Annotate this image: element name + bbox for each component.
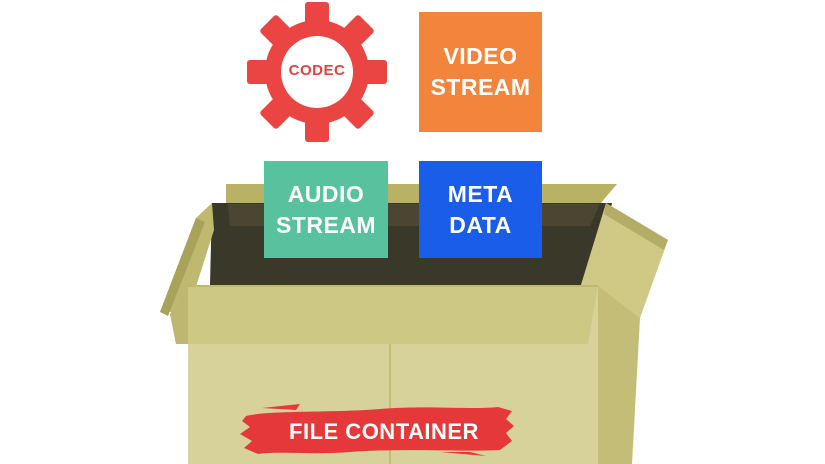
video-stream-line2: STREAM xyxy=(430,74,531,100)
meta-data-line1: META xyxy=(447,180,514,207)
codec-label: CODEC xyxy=(288,62,346,79)
meta-data-line2: DATA xyxy=(449,211,512,238)
video-stream-line1: VIDEO xyxy=(443,43,518,69)
meta-data-tile: META DATA xyxy=(419,161,542,258)
video-stream-tile: VIDEO STREAM xyxy=(419,12,542,132)
file-container-label: FILE CONTAINER xyxy=(289,419,479,444)
audio-stream-line1: AUDIO xyxy=(287,180,365,207)
audio-stream-tile: AUDIO STREAM xyxy=(264,161,388,258)
audio-stream-line2: STREAM xyxy=(275,211,377,238)
